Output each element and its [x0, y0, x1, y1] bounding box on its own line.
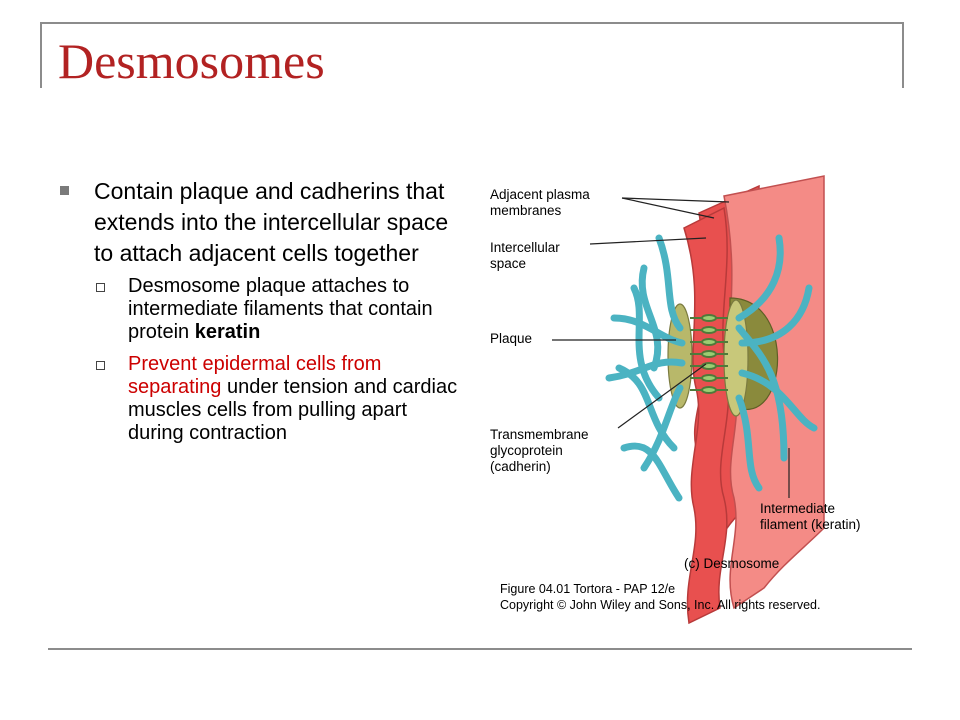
sub-bullet: Desmosome plaque attaches to intermediat…	[96, 275, 460, 344]
label-membranes: membranes	[490, 203, 562, 218]
label-space: space	[490, 256, 527, 271]
top-frame-rule	[40, 22, 904, 24]
label-transmembrane: Transmembrane	[490, 427, 589, 442]
panel-title: (c) Desmosome	[684, 556, 780, 571]
desmosome-illustration	[552, 175, 825, 625]
right-frame-rule	[902, 22, 904, 88]
slide-title: Desmosomes	[58, 33, 325, 89]
caption-line-source: Figure 04.01 Tortora - PAP 12/e	[500, 582, 676, 596]
front-filaments	[605, 234, 818, 492]
figure-caption: Figure 04.01 Tortora - PAP 12/e Copyrigh…	[500, 581, 820, 613]
cadherin-strands	[690, 314, 728, 394]
label-leader-lines	[552, 197, 790, 498]
highlighted-phrase: Prevent epidermal cells from separating	[128, 353, 382, 398]
sub-bullet-list: Desmosome plaque attaches to intermediat…	[96, 275, 460, 445]
label-intercellular: Intercellular	[490, 240, 560, 255]
sub-bullet-text: under tension and cardiac muscles cells …	[128, 376, 458, 444]
caption-line-copyright: Copyright © John Wiley and Sons, Inc. Al…	[500, 598, 821, 612]
label-adjacent-plasma: Adjacent plasma	[490, 187, 590, 202]
label-glycoprotein: glycoprotein	[490, 443, 563, 458]
label-filament-keratin: filament (keratin)	[760, 517, 861, 532]
sub-bullet-text: Desmosome plaque attaches to intermediat…	[128, 275, 433, 343]
sub-bullet: Prevent epidermal cells from separating …	[96, 353, 460, 445]
label-plaque: Plaque	[490, 331, 533, 346]
main-bullet-text: Contain plaque and cadherins that extend…	[94, 178, 449, 266]
square-bullet-icon	[60, 186, 69, 195]
left-frame-rule	[40, 22, 42, 88]
desmosome-figure: Adjacent plasma membranes Intercellular …	[484, 168, 904, 628]
hollow-square-bullet-icon	[96, 361, 105, 370]
keyword-keratin: keratin	[194, 321, 261, 343]
slide-body: Contain plaque and cadherins that extend…	[60, 176, 460, 454]
main-bullet: Contain plaque and cadherins that extend…	[60, 176, 460, 269]
label-cadherin: (cadherin)	[490, 459, 551, 474]
label-intermediate: Intermediate	[760, 501, 836, 516]
bottom-rule	[48, 648, 912, 650]
hollow-square-bullet-icon	[96, 283, 105, 292]
